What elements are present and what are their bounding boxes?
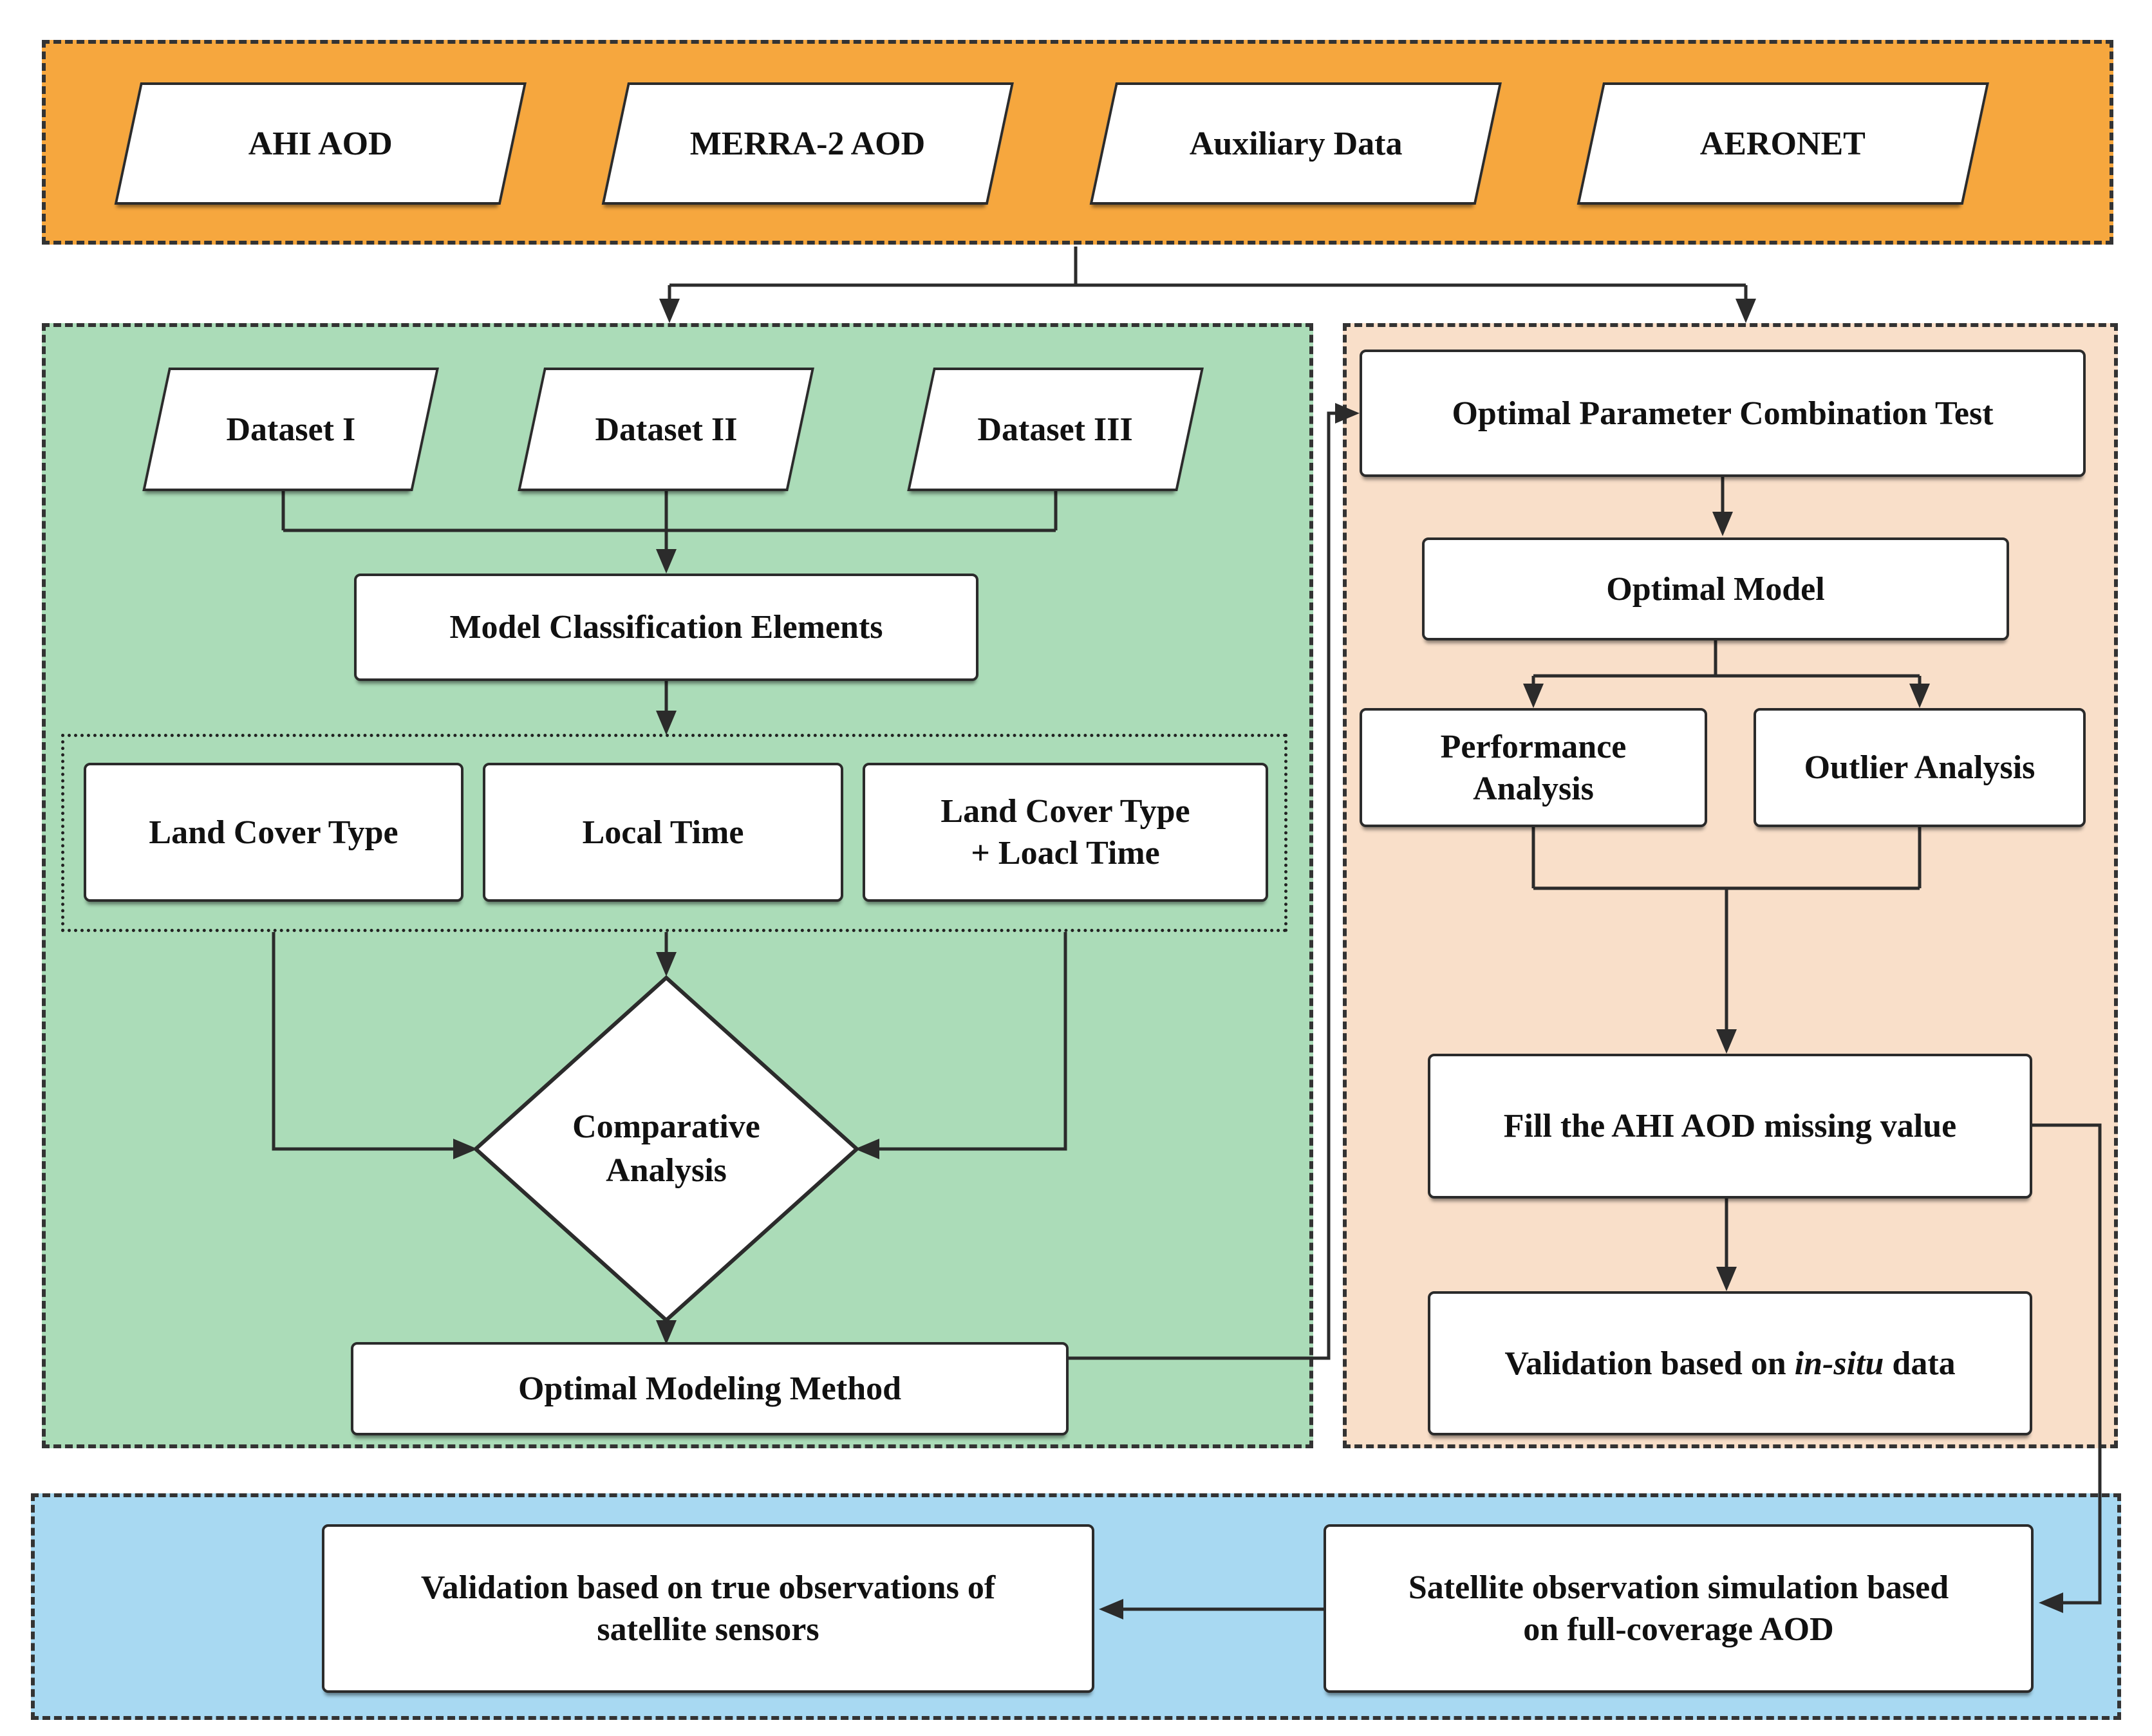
auxiliary-data-node: Auxiliary Data: [1089, 82, 1502, 205]
validation-true-observations-label: Validation based on true observations of…: [420, 1569, 996, 1648]
comparative-analysis-decision: Comparative Analysis: [473, 975, 859, 1323]
dataset-3-node: Dataset III: [907, 368, 1204, 491]
local-time-node: Local Time: [483, 763, 843, 902]
aeronet-node: AERONET: [1577, 82, 1989, 205]
land-cover-plus-time-node: Land Cover Type + Loacl Time: [863, 763, 1268, 902]
dataset-3-label: Dataset III: [977, 411, 1134, 448]
land-cover-type-label: Land Cover Type: [149, 814, 398, 851]
fill-missing-value-node: Fill the AHI AOD missing value: [1428, 1054, 2032, 1199]
validation-insitu-label: Validation based on in-situ data: [1504, 1345, 1956, 1382]
optimal-parameter-combination-test-node: Optimal Parameter Combination Test: [1360, 350, 2086, 477]
outlier-analysis-label: Outlier Analysis: [1804, 749, 2035, 786]
auxiliary-data-label: Auxiliary Data: [1189, 125, 1403, 162]
land-cover-type-node: Land Cover Type: [84, 763, 463, 902]
dataset-1-label: Dataset I: [226, 411, 355, 448]
optimal-parameter-combination-test-label: Optimal Parameter Combination Test: [1452, 395, 1994, 432]
model-classification-elements-node: Model Classification Elements: [354, 574, 978, 681]
aeronet-label: AERONET: [1700, 125, 1866, 162]
outlier-analysis-node: Outlier Analysis: [1754, 708, 2086, 827]
satellite-simulation-node: Satellite observation simulation based o…: [1324, 1524, 2034, 1693]
validation-true-observations-node: Validation based on true observations of…: [322, 1524, 1094, 1693]
fill-missing-value-label: Fill the AHI AOD missing value: [1503, 1108, 1957, 1144]
performance-analysis-node: Performance Analysis: [1360, 708, 1707, 827]
model-classification-elements-label: Model Classification Elements: [449, 609, 883, 646]
land-cover-plus-time-label: Land Cover Type + Loacl Time: [940, 793, 1190, 872]
dataset-2-node: Dataset II: [518, 368, 814, 491]
merra2-aod-label: MERRA-2 AOD: [690, 125, 926, 162]
merra2-aod-node: MERRA-2 AOD: [601, 82, 1014, 205]
dataset-2-label: Dataset II: [595, 411, 738, 448]
evaluation-section: [1343, 323, 2118, 1448]
satellite-simulation-label: Satellite observation simulation based o…: [1408, 1569, 1949, 1648]
optimal-modeling-method-label: Optimal Modeling Method: [518, 1370, 902, 1407]
local-time-label: Local Time: [582, 814, 744, 851]
optimal-model-node: Optimal Model: [1422, 537, 2009, 640]
optimal-modeling-method-node: Optimal Modeling Method: [351, 1342, 1069, 1435]
validation-insitu-node: Validation based on in-situ data: [1428, 1291, 2032, 1435]
ahi-aod-node: AHI AOD: [114, 82, 527, 205]
dataset-1-node: Dataset I: [142, 368, 439, 491]
comparative-analysis-label: Comparative Analysis: [572, 1108, 760, 1189]
optimal-model-label: Optimal Model: [1606, 570, 1825, 608]
ahi-aod-label: AHI AOD: [248, 125, 393, 162]
performance-analysis-label: Performance Analysis: [1440, 728, 1627, 807]
